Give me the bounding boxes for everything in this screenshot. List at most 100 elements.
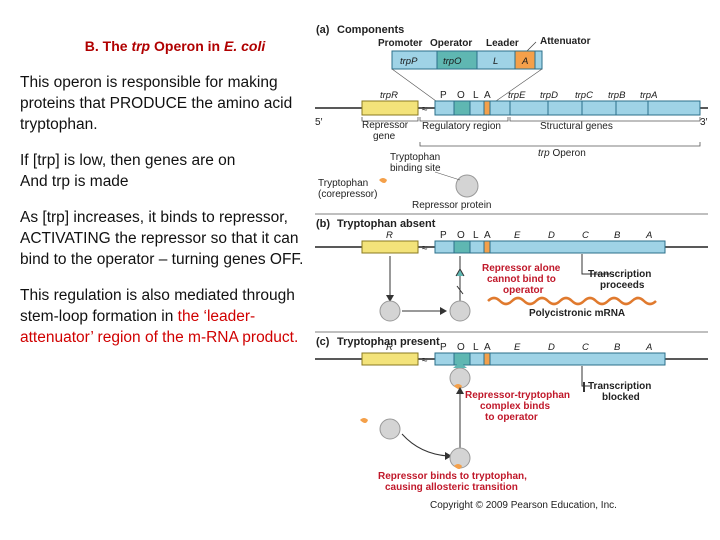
b-red-line-1: Repressor alone	[482, 263, 561, 274]
E-label-c: E	[514, 342, 521, 353]
panel-c-title: Tryptophan present	[337, 336, 440, 348]
R-gene-b	[361, 240, 419, 254]
O-label-a: O	[457, 90, 465, 101]
trpA-label: trpA	[640, 90, 657, 101]
c-transcription-2: blocked	[602, 392, 640, 403]
c-red-line-2: complex binds	[480, 401, 550, 412]
trpE-label: trpE	[508, 90, 526, 101]
three-prime-label: 3′	[700, 117, 708, 128]
c-transcription-1: Transcription	[588, 381, 651, 392]
corepressor-label-2: (corepressor)	[318, 189, 377, 200]
C-label-b: C	[582, 230, 589, 241]
repressor-b-right	[449, 300, 471, 322]
A-label-c: A	[484, 342, 491, 353]
C-label-c: C	[582, 342, 589, 353]
A-label-a: A	[484, 90, 491, 101]
b-red-line-2: cannot bind to	[487, 274, 556, 285]
trpO-segment	[436, 50, 478, 70]
repressor-protein-label: Repressor protein	[412, 200, 491, 211]
polycistronic-mrna-label: Polycistronic mRNA	[529, 308, 625, 319]
binding-site-label-1: Tryptophan	[390, 152, 440, 163]
A-segment-label: A	[521, 56, 528, 67]
L-label-b: L	[473, 230, 479, 241]
five-prime-label: 5′	[315, 117, 323, 128]
c-red-line-3: to operator	[485, 412, 538, 423]
paragraph-2: If [trp] is low, then genes are on And tr…	[20, 150, 310, 192]
svg-text:≈: ≈	[422, 243, 428, 254]
E-label-b: E	[514, 230, 521, 241]
operon-bar-c	[434, 352, 666, 366]
B-label-b: B	[614, 230, 621, 241]
repressor-b-left	[379, 300, 401, 322]
R-gene-c	[361, 352, 419, 366]
paragraph-1: This operon is responsible for making pr…	[20, 74, 293, 133]
panel-b-label: (b)	[316, 218, 330, 230]
trpR-gene-a	[361, 100, 419, 116]
panel-b-title: Tryptophan absent	[337, 218, 436, 230]
structural-genes-label: Structural genes	[540, 121, 613, 132]
c-red-line-1: Repressor-tryptophan	[465, 390, 570, 401]
D-label-b: D	[548, 230, 555, 241]
paragraph-4-black: This regulation is also mediated through…	[20, 287, 295, 325]
trp-operon-figure: (a) Components Promoter Operator Leader …	[315, 24, 708, 511]
title-ecoli: E. coli	[224, 38, 266, 54]
regulatory-region-label: Regulatory region	[422, 121, 501, 132]
c-bottom-line-2: causing allosteric transition	[385, 482, 518, 493]
L-label-c: L	[473, 342, 479, 353]
repressor-protein-icon	[455, 174, 479, 198]
paragraph-3: As [trp] increases, it binds to represso…	[20, 209, 304, 268]
panel-c-label: (c)	[316, 336, 330, 348]
title-prefix: B. The	[84, 38, 132, 54]
P-label-b: P	[440, 230, 447, 241]
trp-operon-bar-a	[434, 100, 701, 116]
svg-text:≈: ≈	[422, 355, 428, 366]
b-transcription-2: proceeds	[600, 280, 645, 291]
paragraph-2-line-2: And trp is made	[20, 173, 129, 190]
mrna-wave	[487, 296, 657, 306]
binding-site-label-2: binding site	[390, 163, 441, 174]
B-label-c: B	[614, 342, 621, 353]
L-segment-label: L	[493, 56, 498, 67]
svg-text:≈: ≈	[422, 104, 428, 115]
operator-label: Operator	[430, 38, 472, 49]
b-red-line-3: operator	[503, 285, 544, 296]
R-label-c: R	[386, 342, 393, 353]
promoter-label: Promoter	[378, 38, 423, 49]
text-panel: B. The trp Operon in E. coli This operon…	[20, 38, 310, 363]
copyright: Copyright © 2009 Pearson Education, Inc.	[430, 500, 617, 511]
title-trp: trp	[131, 38, 151, 54]
trpR-label: trpR	[380, 90, 398, 101]
trpB-label: trpB	[608, 90, 626, 101]
repressor-gene-label-1: Repressor	[362, 120, 409, 131]
corepressor-label-1: Tryptophan	[318, 178, 368, 189]
repressor-c-left	[379, 418, 401, 440]
paragraph-4-red: the ‘leader-attenuator’ region of the m-…	[20, 308, 299, 346]
paragraph-2-line-1: If [trp] is low, then genes are on	[20, 152, 236, 169]
leader-label: Leader	[486, 38, 519, 49]
repressor-gene-label-2: gene	[373, 131, 396, 142]
trpO-label: trpO	[443, 56, 462, 67]
R-label-b: R	[386, 230, 393, 241]
O-label-c: O	[457, 342, 465, 353]
D-label-c: D	[548, 342, 555, 353]
tryptophan-icon	[379, 178, 387, 183]
panel-a-label: (a)	[316, 24, 330, 36]
L-label-a: L	[473, 90, 479, 101]
A-gene-label-c: A	[645, 342, 652, 353]
operon-bar-b	[434, 240, 666, 254]
A-gene-label-b: A	[645, 230, 652, 241]
trpC-label: trpC	[575, 90, 593, 101]
trpP-label: trpP	[400, 56, 418, 67]
P-label-a: P	[440, 90, 447, 101]
b-transcription-1: Transcription	[588, 269, 651, 280]
P-label-c: P	[440, 342, 447, 353]
trp-operon-label: trp Operon	[538, 148, 586, 159]
panel-a-title: Components	[337, 24, 404, 36]
attenuator-label: Attenuator	[540, 36, 591, 47]
trpD-label: trpD	[540, 90, 558, 101]
paragraph-4: This regulation is also mediated through…	[20, 285, 310, 348]
slide-title: B. The trp Operon in E. coli	[20, 38, 310, 54]
free-tryptophan-icon	[360, 418, 368, 423]
O-label-b: O	[457, 230, 465, 241]
A-label-b: A	[484, 230, 491, 241]
